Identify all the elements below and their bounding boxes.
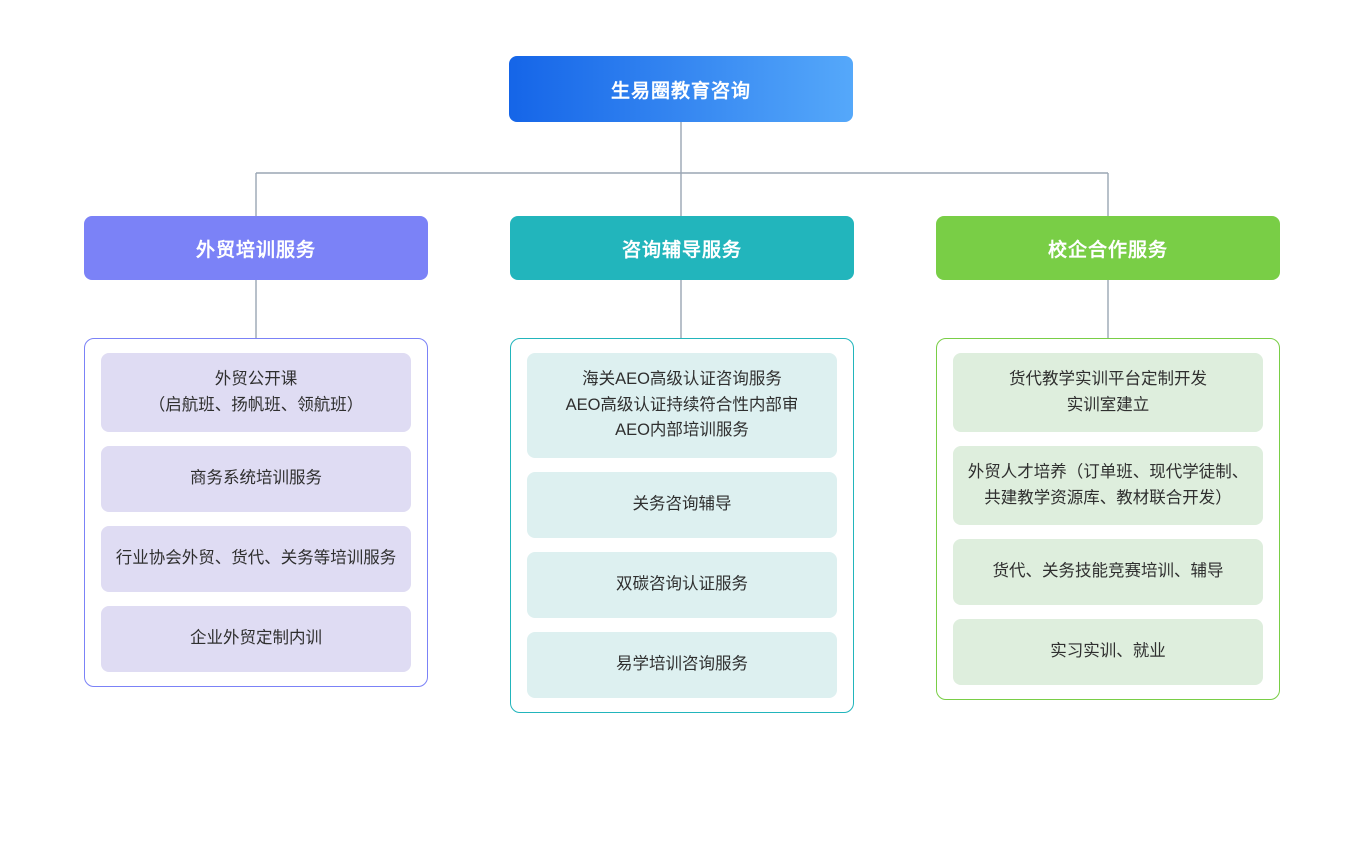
- branch-panel-1: 海关AEO高级认证咨询服务 AEO高级认证持续符合性内部审 AEO内部培训服务 …: [510, 338, 854, 713]
- branch-header-1[interactable]: 咨询辅导服务: [510, 216, 854, 280]
- leaf-card[interactable]: 易学培训咨询服务: [527, 631, 837, 698]
- leaf-card[interactable]: 关务咨询辅导: [527, 471, 837, 538]
- branch-header-2[interactable]: 校企合作服务: [936, 216, 1280, 280]
- branch-panel-0: 外贸公开课 （启航班、扬帆班、领航班） 商务系统培训服务 行业协会外贸、货代、关…: [84, 338, 428, 688]
- branch-header-label-1: 咨询辅导服务: [621, 239, 742, 261]
- leaf-card[interactable]: 行业协会外贸、货代、关务等培训服务: [101, 526, 411, 593]
- branch-header-0[interactable]: 外贸培训服务: [84, 216, 428, 280]
- leaf-card[interactable]: 外贸公开课 （启航班、扬帆班、领航班）: [101, 353, 411, 433]
- leaf-card[interactable]: 海关AEO高级认证咨询服务 AEO高级认证持续符合性内部审 AEO内部培训服务: [527, 353, 837, 458]
- root-node[interactable]: 生易圈教育咨询: [509, 56, 853, 122]
- root-node-label: 生易圈教育咨询: [610, 80, 751, 102]
- leaf-card[interactable]: 商务系统培训服务: [101, 446, 411, 513]
- branch-panel-2: 货代教学实训平台定制开发 实训室建立 外贸人才培养（订单班、现代学徒制、共建教学…: [936, 338, 1280, 701]
- branch-column-1: 咨询辅导服务 海关AEO高级认证咨询服务 AEO高级认证持续符合性内部审 AEO…: [510, 216, 854, 713]
- leaf-card[interactable]: 货代教学实训平台定制开发 实训室建立: [953, 353, 1263, 433]
- leaf-card[interactable]: 双碳咨询认证服务: [527, 551, 837, 618]
- branch-header-label-2: 校企合作服务: [1047, 239, 1168, 261]
- branch-column-2: 校企合作服务 货代教学实训平台定制开发 实训室建立 外贸人才培养（订单班、现代学…: [936, 216, 1280, 701]
- branch-header-label-0: 外贸培训服务: [195, 239, 316, 261]
- leaf-card[interactable]: 外贸人才培养（订单班、现代学徒制、共建教学资源库、教材联合开发）: [953, 446, 1263, 526]
- leaf-card[interactable]: 实习实训、就业: [953, 619, 1263, 686]
- branch-column-0: 外贸培训服务 外贸公开课 （启航班、扬帆班、领航班） 商务系统培训服务 行业协会…: [84, 216, 428, 688]
- leaf-card[interactable]: 企业外贸定制内训: [101, 606, 411, 673]
- leaf-card[interactable]: 货代、关务技能竞赛培训、辅导: [953, 539, 1263, 606]
